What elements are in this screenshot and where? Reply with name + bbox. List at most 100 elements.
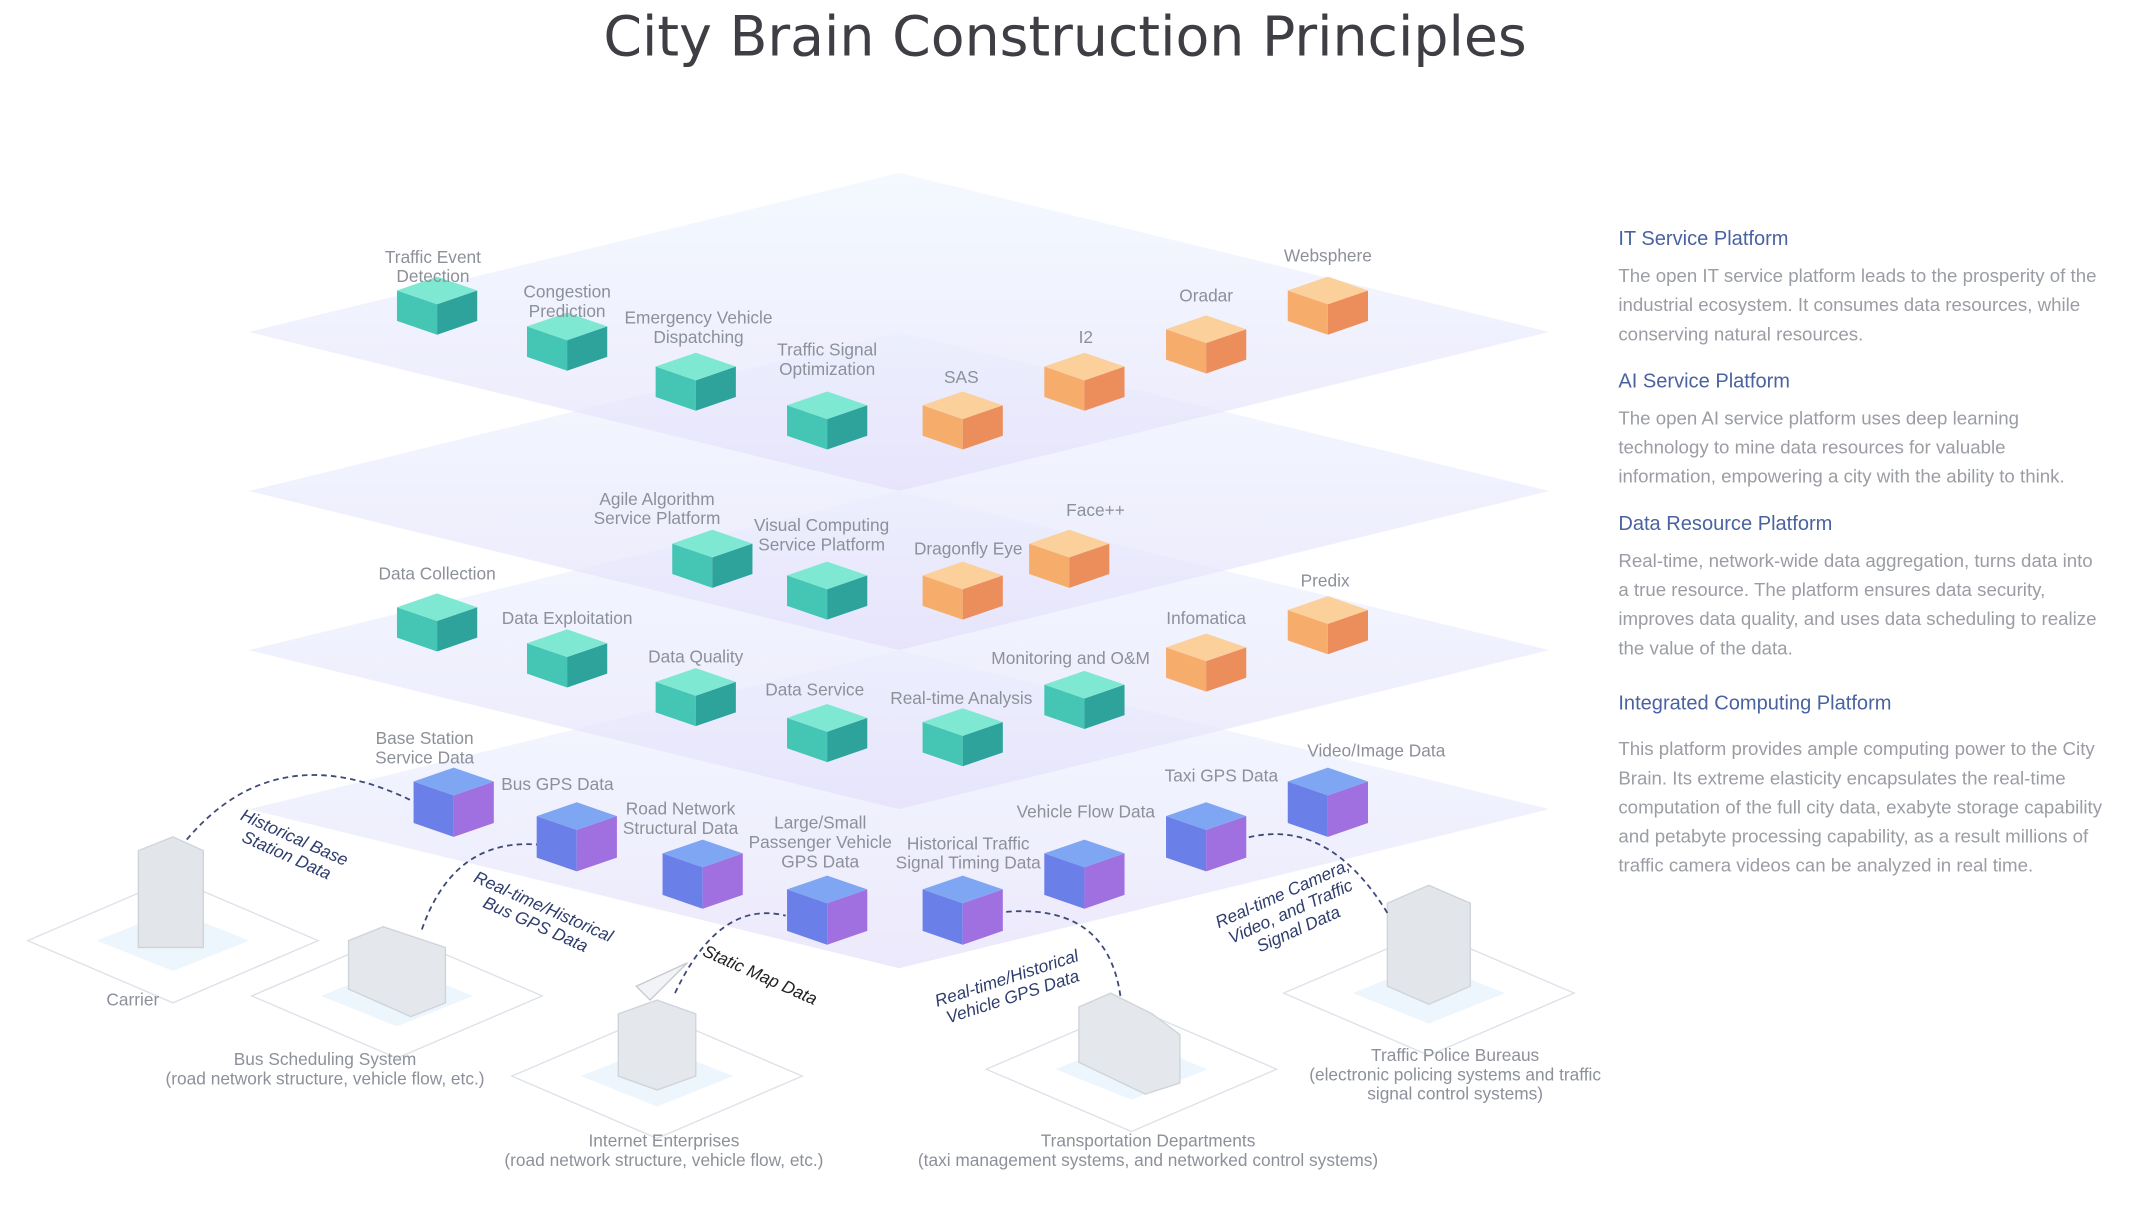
cube-left-face: [1044, 684, 1085, 729]
cube-top-face: [672, 529, 753, 558]
cube-it_service-3: [787, 391, 868, 450]
cube-left-face: [526, 326, 568, 371]
cube-label-line: Data Service: [765, 680, 865, 700]
cube-top-face: [922, 875, 1003, 904]
cube-label-line: Monitoring and O&M: [991, 648, 1150, 669]
cube-label-line: Video/Image Data: [1307, 741, 1446, 761]
cube-top-face: [396, 593, 478, 622]
cube-label-line: Websphere: [1283, 246, 1372, 266]
cube-ai_service-3: [1029, 529, 1110, 588]
cube-ai_service-1: [787, 561, 868, 620]
cube-top-face: [396, 276, 478, 305]
cube-right-face: [712, 543, 753, 588]
cube-top-face: [1044, 839, 1125, 868]
bus-icon: [347, 926, 447, 1018]
cube-label-line: Signal Timing Data: [895, 853, 1041, 873]
cube-left-face: [922, 405, 963, 450]
cube-label-line: GPS Data: [781, 852, 860, 872]
cube-label: Data Service: [765, 681, 864, 700]
cube-right-face: [1069, 543, 1110, 588]
source-platform: [25, 877, 320, 1004]
cube-label-line: Structural Data: [622, 818, 739, 839]
cube-right-face: [1206, 816, 1247, 872]
cube-left-face: [1044, 366, 1085, 411]
cube-top-face: [787, 704, 868, 732]
cube-label-line: Road Network: [625, 799, 736, 819]
cube-right-face: [1206, 329, 1247, 374]
page-title: City Brain Construction Principles: [603, 5, 1527, 70]
dashed-arrow-3: [995, 910, 1122, 997]
cube-left-face: [1166, 647, 1207, 692]
cube-right-face: [962, 889, 1003, 945]
cube-label-line: I2: [1078, 327, 1094, 348]
cube-right-face: [453, 781, 494, 837]
cube-label-line: Taxi GPS Data: [1164, 766, 1279, 786]
cube-top-face: [1044, 670, 1125, 699]
cube-label-line: Infomatica: [1166, 608, 1247, 628]
cube-left-face: [662, 853, 703, 909]
cube-right-face: [1084, 366, 1125, 411]
cube-left-face: [536, 816, 577, 872]
cube-label-line: Data Collection: [378, 564, 496, 584]
cube-label-line: SAS: [944, 367, 979, 388]
cube-data_resource-1: [526, 629, 608, 688]
cube-left-face: [1287, 609, 1328, 655]
section-heading: AI Service Platform: [1618, 370, 1790, 393]
cube-it_service-0: [396, 276, 478, 335]
section-heading: IT Service Platform: [1618, 228, 1789, 251]
cube-label-line: Large/Small: [774, 813, 867, 833]
section-body: The open AI service platform uses deep l…: [1618, 408, 2065, 487]
cube-right-face: [962, 722, 1003, 767]
cube-right-face: [827, 717, 868, 763]
source-name: Bus Scheduling System: [233, 1049, 417, 1070]
cube-data_resource-5: [1044, 670, 1125, 729]
cube-label-line: Base Station: [375, 728, 474, 749]
cube-top-face: [787, 561, 868, 590]
truck-icon: [1078, 992, 1181, 1095]
source-detail: (electronic policing systems and traffic…: [1309, 1065, 1602, 1104]
source-building: [510, 962, 805, 1140]
cube-right-face: [962, 575, 1003, 620]
cube-label-line: Passenger Vehicle: [748, 832, 892, 853]
source-name: Internet Enterprises: [588, 1131, 740, 1151]
tower-icon: [137, 836, 205, 949]
cube-label: Oradar: [1179, 286, 1233, 305]
section-heading: Data Resource Platform: [1618, 513, 1833, 536]
cube-label-line: Visual Computing: [754, 515, 890, 536]
cube-label: Dragonfly Eye: [914, 539, 1023, 558]
cube-left-face: [922, 889, 963, 945]
cube-right-face: [1084, 853, 1125, 909]
cube-label-line: Data Exploitation: [501, 608, 633, 628]
cube-label: Websphere: [1284, 246, 1372, 265]
cube-right-face: [1327, 290, 1368, 335]
paper-plane-icon: [635, 962, 688, 1002]
cube-label-line: Service Data: [375, 748, 475, 768]
cube-label-line: Dragonfly Eye: [913, 539, 1023, 559]
cube-data_resource-6: [1166, 633, 1247, 692]
source-name: Traffic Police Bureaus: [1371, 1045, 1540, 1066]
cube-label-line: Face++: [1066, 500, 1125, 521]
cube-computing-3: [787, 875, 868, 945]
source-name: Carrier: [106, 990, 160, 1010]
cube-left-face: [922, 722, 963, 767]
section-body: This platform provides ample computing p…: [1618, 738, 2103, 876]
source-traffic-police: Traffic Police Bureaus(electronic polici…: [1303, 1046, 1607, 1104]
cube-label-line: Data Quality: [648, 647, 744, 667]
cube-computing-5: [1044, 839, 1125, 909]
section-body: Real-time, network-wide data aggregation…: [1618, 550, 2097, 659]
cube-it_service-6: [1166, 315, 1247, 374]
source-traffic-light: [1281, 884, 1576, 1057]
building-icon: [617, 999, 697, 1091]
cube-left-face: [396, 290, 438, 335]
cube-right-face: [695, 681, 736, 727]
cube-label-line: Predix: [1300, 571, 1350, 591]
cube-right-face: [567, 326, 608, 371]
